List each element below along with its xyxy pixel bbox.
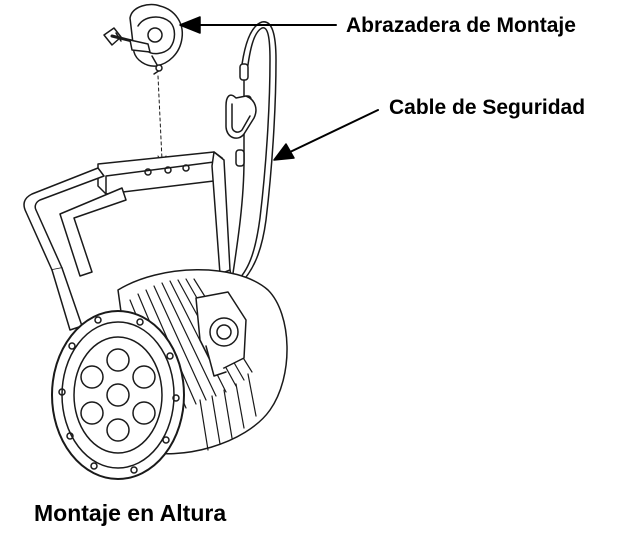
diagram-caption: Montaje en Altura — [34, 500, 227, 526]
safety-cable-label: Cable de Seguridad — [389, 96, 586, 119]
mounting-clamp-label: Abrazadera de Montaje — [346, 14, 576, 37]
safety-cable — [225, 21, 277, 285]
led-lenses — [80, 348, 156, 442]
cable-callout-arrow — [273, 109, 379, 161]
alignment-guide-line — [157, 75, 163, 161]
fixture-yoke — [23, 151, 237, 331]
mounting-clamp — [103, 3, 184, 75]
fixture-body — [51, 269, 288, 480]
clamp-callout-arrow — [179, 16, 337, 34]
